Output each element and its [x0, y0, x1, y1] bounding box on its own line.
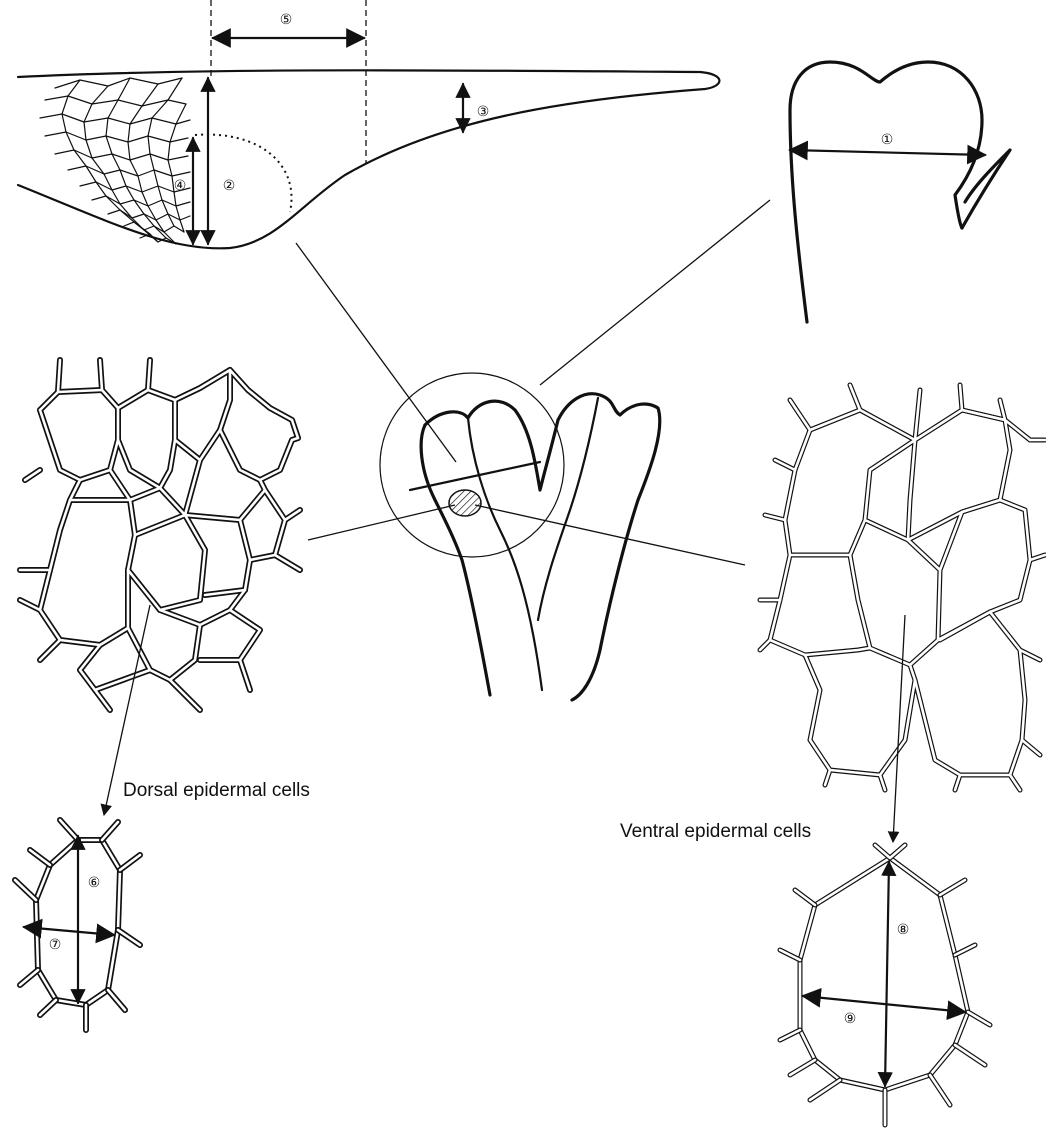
- cross-section-cells: [40, 78, 190, 244]
- marker-9: ⑨: [844, 1011, 857, 1027]
- ventral-cell-network: [760, 385, 1045, 790]
- marker-5: ⑤: [280, 12, 293, 28]
- dorsal-cell-network: [20, 360, 300, 710]
- pointer-lines: [296, 200, 770, 565]
- marker-4: ④: [174, 178, 187, 194]
- marker-1: ①: [881, 132, 894, 148]
- marker-6: ⑥: [88, 875, 101, 891]
- dorsal-label: Dorsal epidermal cells: [123, 780, 310, 801]
- dorsal-single-cell: ⑥ ⑦: [15, 820, 140, 1030]
- leaf-apex: ①: [790, 62, 1010, 322]
- measure-1-arrow: [790, 150, 985, 155]
- marker-2: ②: [223, 178, 236, 194]
- marker-7: ⑦: [49, 937, 62, 953]
- measure-9-arrow: [803, 996, 965, 1012]
- ventral-label: Ventral epidermal cells: [620, 821, 811, 842]
- marker-3: ③: [477, 104, 490, 120]
- ventral-single-cell: ⑧ ⑨: [780, 845, 990, 1125]
- leaf-cross-section: ⑤ ② ④ ③: [18, 0, 719, 248]
- ventral-pointer: [893, 615, 905, 842]
- measure-8-arrow: [885, 862, 889, 1086]
- marker-8: ⑧: [897, 922, 910, 938]
